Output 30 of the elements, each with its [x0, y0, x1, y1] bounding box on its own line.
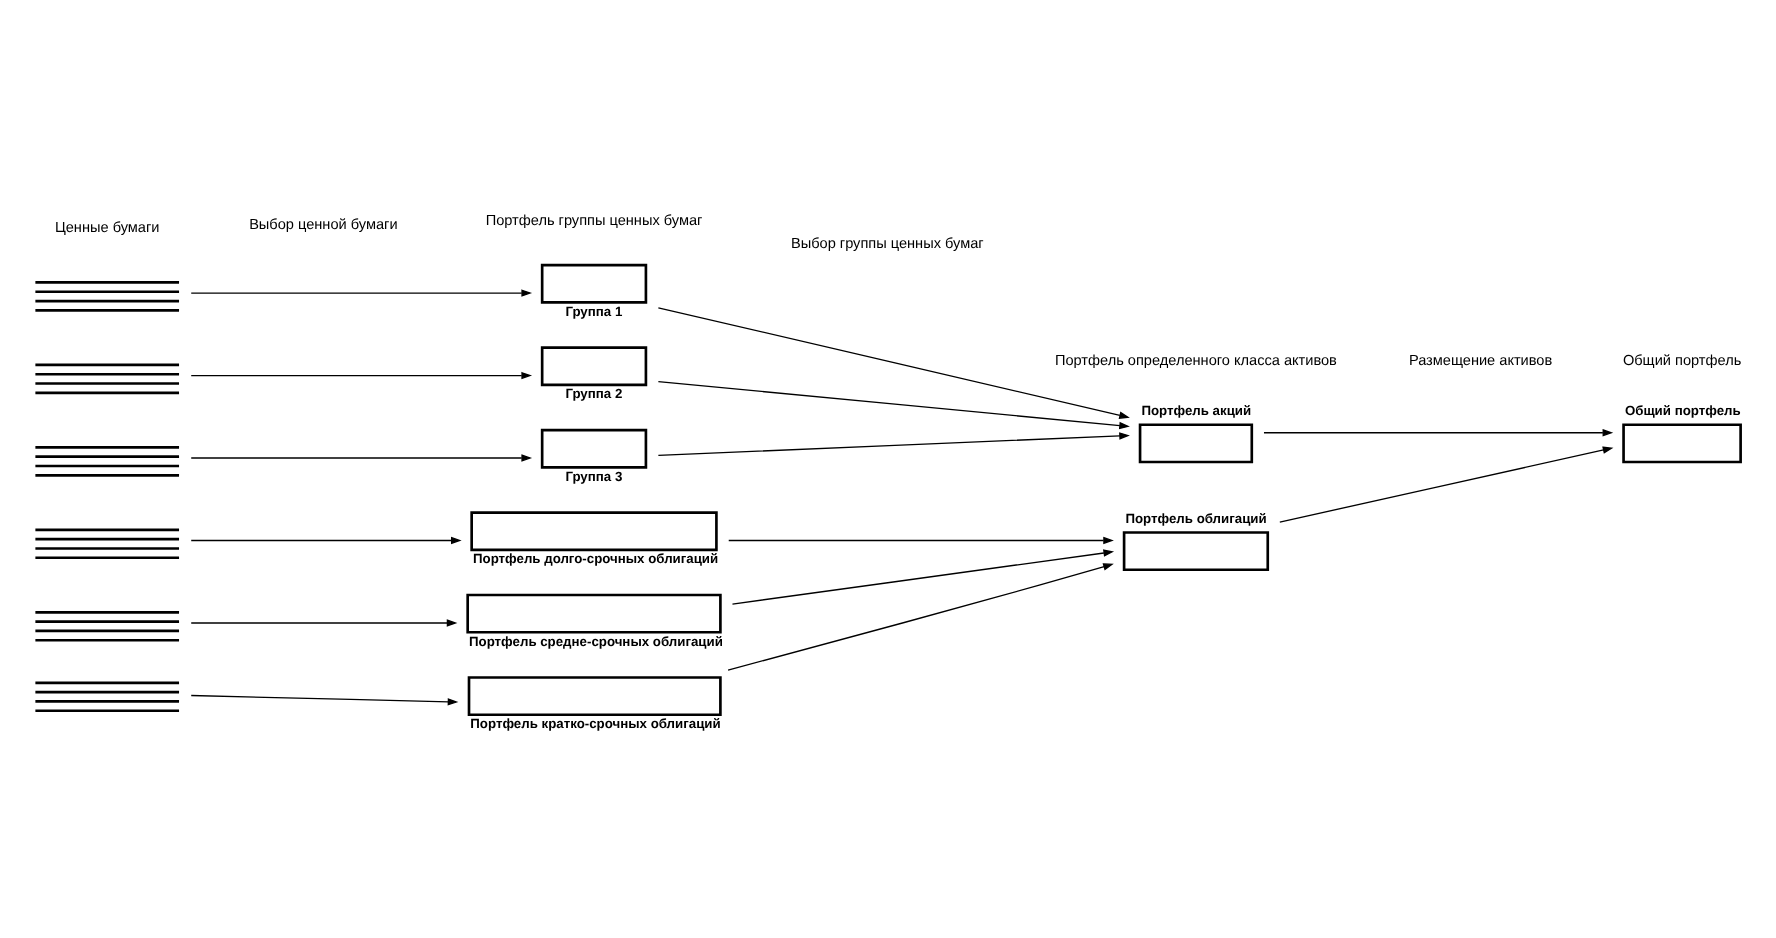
arrow [731, 549, 1115, 605]
arrow [190, 694, 459, 706]
label: Портфель определенного класса активов [1054, 350, 1337, 369]
arrow [657, 432, 1130, 457]
arrow [727, 563, 1114, 671]
arrow [1279, 446, 1614, 523]
arrow [190, 619, 458, 627]
label: Портфель группы ценных бумаг [485, 210, 703, 229]
arrow [657, 307, 1130, 419]
arrow [728, 536, 1114, 545]
node-box [467, 676, 722, 717]
node-box [540, 263, 648, 304]
arrow [190, 289, 533, 297]
node-box [470, 511, 718, 552]
node-box [1122, 531, 1270, 572]
label: Размещение активов [1408, 350, 1553, 369]
arrow [190, 454, 533, 462]
label: Общий портфель [1622, 350, 1742, 369]
arrow [190, 371, 533, 380]
arrow [1263, 429, 1614, 437]
label: Ценные бумаги [54, 217, 160, 236]
label: Выбор группы ценных бумаг [790, 233, 984, 252]
node-box [466, 593, 722, 634]
arrow [657, 380, 1130, 430]
node-box [1138, 423, 1254, 464]
node-box [540, 428, 648, 469]
arrow [190, 536, 462, 545]
label: Выбор ценной бумаги [249, 214, 398, 233]
node-box [1622, 423, 1742, 464]
node-box [540, 346, 648, 387]
